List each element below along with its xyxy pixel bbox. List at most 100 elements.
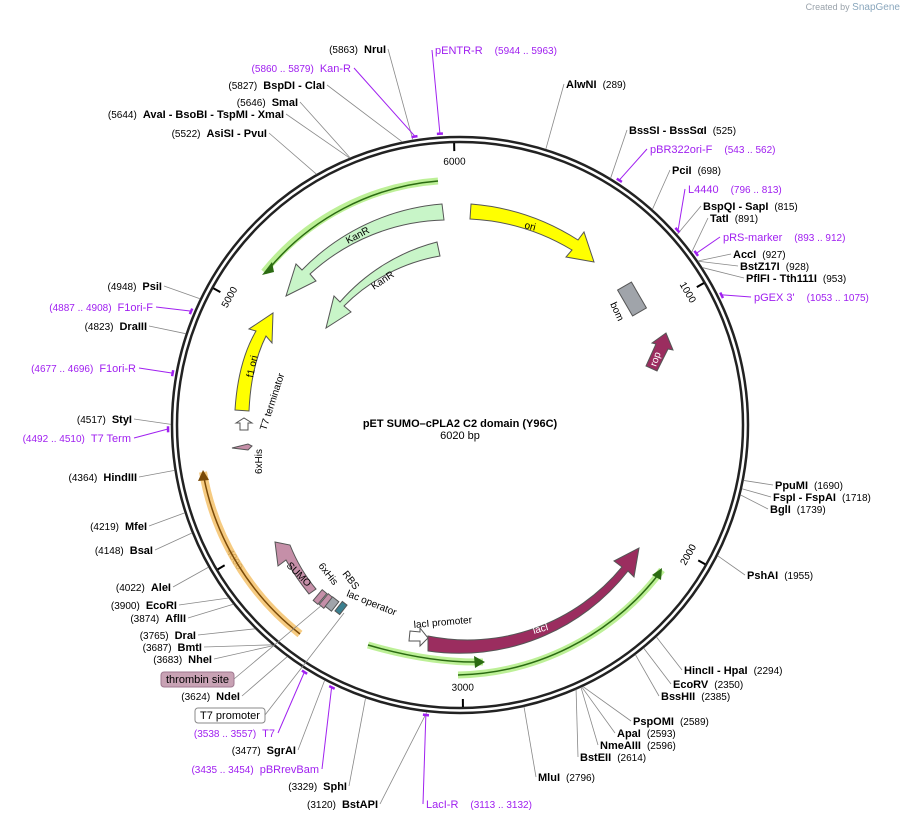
restriction-site-label[interactable]: (3687)BmtI: [143, 642, 202, 654]
site-leader: [581, 686, 616, 734]
tick-label: 6000: [443, 156, 466, 167]
primer-name: pENTR-R: [435, 45, 483, 57]
site-leader: [285, 113, 350, 159]
t7-promoter-label[interactable]: T7 promoter: [200, 710, 260, 722]
restriction-site-label[interactable]: PshAI(1955): [747, 570, 813, 582]
restriction-site-label[interactable]: PflFI - Tth111I(953): [746, 273, 846, 285]
primer-label[interactable]: (4887 .. 4908)F1ori-F: [49, 302, 153, 314]
feature-sumo-arrow[interactable]: [274, 541, 317, 595]
restriction-site-label[interactable]: (4948)PsiI: [108, 281, 162, 293]
primer-label[interactable]: pBR322ori-F(543 .. 562): [650, 144, 776, 156]
primer-label[interactable]: (5860 .. 5879)Kan-R: [252, 63, 352, 75]
feature-ori-arrow[interactable]: [469, 203, 595, 263]
site-name: BglI: [770, 504, 791, 516]
primer-label[interactable]: pGEX 3'(1053 .. 1075): [754, 292, 869, 304]
site-position: (2589): [680, 717, 709, 728]
feature-kanr-inner-body[interactable]: [325, 241, 441, 330]
tick-mark: [696, 282, 705, 289]
restriction-site-label[interactable]: (4364)HindIII: [68, 472, 137, 484]
site-leader: [741, 488, 772, 498]
orf-arc-laci-lower-line: [367, 644, 481, 663]
primer-label[interactable]: pENTR-R(5944 .. 5963): [435, 45, 557, 57]
restriction-site-label[interactable]: AlwNI(289): [566, 79, 626, 91]
restriction-site-label[interactable]: BstZ17I(928): [740, 261, 809, 273]
restriction-site-label[interactable]: BglI(1739): [770, 504, 826, 516]
primer-position: (4677 .. 4696): [31, 364, 93, 375]
primer-label[interactable]: (4492 .. 4510)T7 Term: [23, 433, 131, 445]
restriction-site-label[interactable]: BstEII(2614): [580, 752, 646, 764]
restriction-site-label[interactable]: BssSI - BssSαI(525): [629, 125, 736, 137]
primer-label[interactable]: (3435 .. 3454)pBRrevBam: [191, 764, 319, 776]
orf-arc-laci-outer-line: [457, 574, 659, 676]
restriction-site-label[interactable]: PpuMI(1690): [775, 480, 843, 492]
tick-label: 2000: [679, 542, 700, 567]
restriction-site-label[interactable]: (3624)NdeI: [181, 691, 240, 703]
restriction-site-label[interactable]: (3683)NheI: [153, 654, 212, 666]
restriction-site-label[interactable]: ApaI(2593): [617, 728, 676, 740]
site-position: (2596): [647, 741, 676, 752]
primer-label[interactable]: (4677 .. 4696) F1ori-R: [31, 363, 136, 375]
restriction-site-label[interactable]: NmeAIII(2596): [600, 740, 676, 752]
restriction-site-label[interactable]: BspQI - SapI(815): [703, 201, 798, 213]
restriction-site-label[interactable]: (4517)StyI: [77, 414, 132, 426]
feature-kanr-outer-body[interactable]: [285, 203, 445, 297]
restriction-site-label[interactable]: HincII - HpaI(2294): [684, 665, 782, 677]
primer-label[interactable]: pRS-marker(893 .. 912): [723, 232, 845, 244]
restriction-site-label[interactable]: (4148)BsaI: [95, 545, 153, 557]
restriction-site-label[interactable]: (3765)DraI: [140, 630, 196, 642]
site-name: EcoRV: [673, 679, 709, 691]
restriction-site-label[interactable]: (5522)AsiSI - PvuI: [172, 128, 267, 140]
primer-name: L4440: [688, 184, 719, 196]
feature-lac-operator-box[interactable]: [334, 600, 348, 616]
restriction-site-label[interactable]: (4219)MfeI: [90, 521, 147, 533]
tick-mark: [697, 559, 706, 566]
tick-label: 1000: [677, 280, 698, 305]
restriction-site-label[interactable]: (4823)DraIII: [85, 321, 147, 333]
restriction-site-label[interactable]: FspI - FspAI(1718): [773, 492, 871, 504]
feature-bom-box[interactable]: [616, 281, 648, 317]
feature-6xhis-box[interactable]: [312, 589, 328, 605]
primer-label[interactable]: (3538 .. 3557)T7: [194, 728, 275, 740]
credit-prefix: Created by: [805, 2, 850, 12]
site-position: (815): [774, 202, 797, 213]
restriction-site-label[interactable]: (5646)SmaI: [237, 97, 298, 109]
primer-name: F1ori-R: [99, 363, 136, 375]
restriction-site-label[interactable]: TatI(891): [710, 213, 758, 225]
site-position: (3687): [143, 643, 172, 654]
restriction-site-label[interactable]: PspOMI(2589): [633, 716, 709, 728]
site-position: (289): [603, 80, 626, 91]
restriction-site-label[interactable]: (4022)AleI: [116, 582, 171, 594]
feature-t7-terminator-arrow[interactable]: [234, 417, 254, 431]
restriction-site-label[interactable]: PciI(698): [672, 165, 721, 177]
feature-6xhis-top-arrow[interactable]: [231, 443, 253, 451]
restriction-site-label[interactable]: (5644)AvaI - BsoBI - TspMI - XmaI: [108, 109, 284, 121]
restriction-site-label[interactable]: EcoRV(2350): [673, 679, 743, 691]
primer-leader: [133, 428, 168, 439]
restriction-site-label[interactable]: BssHII(2385): [661, 691, 730, 703]
feature-laci-arrow[interactable]: [427, 547, 640, 654]
feature-rop-arrow[interactable]: [645, 332, 674, 372]
restriction-site-label[interactable]: AccI(927): [733, 249, 786, 261]
restriction-site-label[interactable]: (3477)SgrAI: [232, 745, 296, 757]
restriction-site-label[interactable]: (3874)AflII: [130, 613, 186, 625]
site-name: BstEII: [580, 752, 611, 764]
site-position: (3120): [307, 800, 336, 811]
feature-lac-operator-label: lac operator: [345, 589, 399, 619]
feature-laci-promoter-arrow[interactable]: [408, 626, 429, 648]
feature-t7-terminator-label: T7 terminator: [258, 371, 287, 432]
restriction-site-label[interactable]: MluI(2796): [538, 772, 595, 784]
feature-rbs-box[interactable]: [324, 596, 340, 612]
primer-position: (796 .. 813): [731, 185, 782, 196]
primer-label[interactable]: L4440 (796 .. 813): [688, 184, 782, 196]
restriction-site-label[interactable]: (5863)NruI: [329, 44, 386, 56]
restriction-site-label[interactable]: (3900)EcoRI: [111, 600, 177, 612]
site-leader: [241, 656, 288, 697]
restriction-site-label[interactable]: (5827)BspDI - ClaI: [228, 80, 325, 92]
primer-label[interactable]: LacI-R(3113 .. 3132): [426, 799, 532, 811]
site-leader: [523, 706, 537, 778]
feature-rop-label: rop: [648, 350, 663, 368]
restriction-site-label[interactable]: (3120)BstAPI: [307, 799, 378, 811]
restriction-site-label[interactable]: (3329)SphI: [288, 781, 347, 793]
feature-f1-ori-arrow[interactable]: [234, 312, 274, 412]
thrombin-site-label[interactable]: thrombin site: [166, 674, 229, 686]
